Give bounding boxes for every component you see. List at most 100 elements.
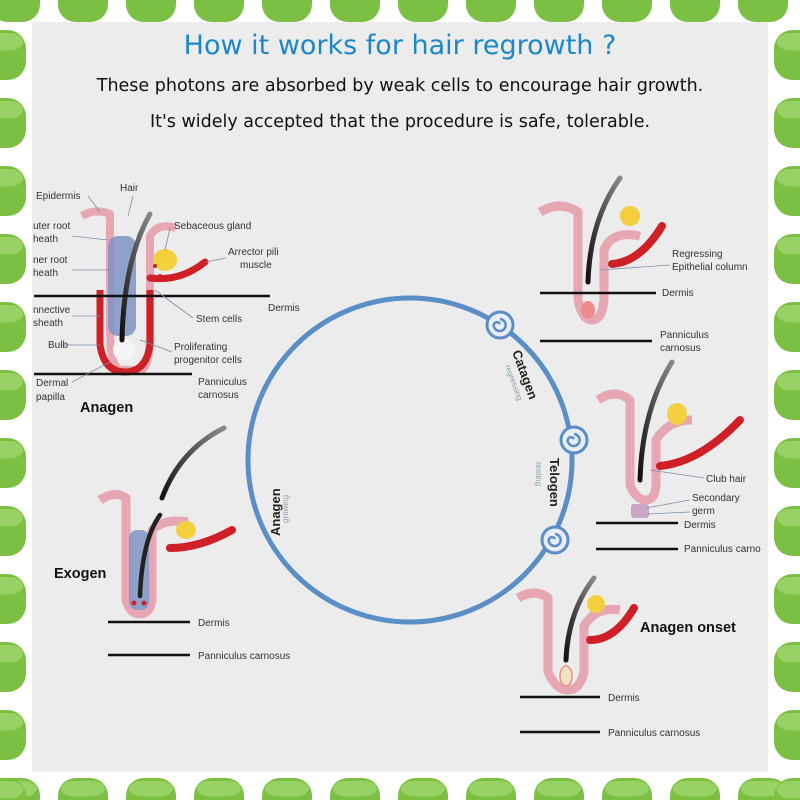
label-outer-root-1: uter root xyxy=(33,221,70,232)
label-anagen-panniculus-2: carnosus xyxy=(198,390,239,401)
green-tile xyxy=(774,506,800,556)
label-secondary-2: germ xyxy=(692,506,715,517)
spiral-marker-bottom xyxy=(540,525,570,555)
green-tile xyxy=(774,370,800,420)
anagen-follicle xyxy=(79,207,209,376)
green-tile xyxy=(534,0,584,22)
green-tile xyxy=(0,234,26,284)
green-tile xyxy=(602,0,652,22)
label-sebaceous-gland: Sebaceous gland xyxy=(174,221,251,232)
telogen-follicle xyxy=(595,359,744,518)
label-secondary-1: Secondary xyxy=(692,493,740,504)
green-tile xyxy=(774,778,800,800)
green-tile xyxy=(774,30,800,80)
label-regressing-1: Regressing xyxy=(672,249,723,260)
label-proliferating-1: Proliferating xyxy=(174,342,227,353)
cycle-ring xyxy=(245,295,575,625)
green-tile xyxy=(534,778,584,800)
green-tile xyxy=(0,438,26,488)
spiral-marker-top xyxy=(485,310,515,340)
green-tile xyxy=(262,778,312,800)
anagen-leaders xyxy=(60,195,227,383)
label-anagen-panniculus-1: Panniculus xyxy=(198,377,247,388)
green-tile xyxy=(194,0,244,22)
green-tile xyxy=(398,0,448,22)
label-proliferating-2: progenitor cells xyxy=(174,355,242,366)
green-tile xyxy=(774,574,800,624)
green-tile xyxy=(774,302,800,352)
green-tile xyxy=(774,642,800,692)
label-telogen-dermis: Dermis xyxy=(684,520,716,531)
cycle-anagen-label: Anagen xyxy=(268,488,283,536)
label-catagen-dermis: Dermis xyxy=(662,288,694,299)
green-tile xyxy=(670,0,720,22)
green-tile xyxy=(670,778,720,800)
label-bulb: Bulb xyxy=(48,340,68,351)
green-tile xyxy=(0,778,26,800)
label-arrector-1: Arrector pili xyxy=(228,247,279,258)
subtitle-line-2: It's widely accepted that the procedure … xyxy=(149,112,651,132)
page-title: How it works for hair regrowth ? xyxy=(183,30,617,61)
green-tile xyxy=(58,0,108,22)
green-tile xyxy=(0,0,40,22)
green-tile xyxy=(0,166,26,216)
label-exogen-panniculus: Panniculus carnosus xyxy=(198,651,290,662)
label-club-hair: Club hair xyxy=(706,474,747,485)
green-tile xyxy=(774,710,800,760)
label-onset-panniculus: Panniculus carnosus xyxy=(608,728,700,739)
content-panel xyxy=(32,22,768,772)
label-anagen-dermis: Dermis xyxy=(268,303,300,314)
green-tile xyxy=(602,778,652,800)
green-tile xyxy=(126,0,176,22)
label-telogen-panniculus: Panniculus carno xyxy=(684,544,761,555)
green-tile xyxy=(262,0,312,22)
green-tile xyxy=(738,0,788,22)
label-inner-root-2: heath xyxy=(33,268,58,279)
green-tile xyxy=(0,370,26,420)
label-exogen-dermis: Dermis xyxy=(198,618,230,629)
green-tile xyxy=(774,234,800,284)
cycle-anagen-sub: growing xyxy=(281,495,290,523)
green-tile xyxy=(0,302,26,352)
subtitle-line-1: These photons are absorbed by weak cells… xyxy=(96,76,704,96)
green-tile xyxy=(0,98,26,148)
green-tile xyxy=(466,0,516,22)
label-arrector-2: muscle xyxy=(240,260,272,271)
growth-cycle: Catagen regressing Telogen resting Anage… xyxy=(245,295,589,625)
stage-anagen-onset: Anagen onset xyxy=(640,620,736,636)
green-tile xyxy=(0,30,26,80)
cycle-telogen-sub: resting xyxy=(534,462,543,486)
cycle-telogen-label: Telogen xyxy=(547,458,562,507)
green-tile xyxy=(0,506,26,556)
green-tile xyxy=(194,778,244,800)
label-onset-dermis: Dermis xyxy=(608,693,640,704)
green-tile xyxy=(466,778,516,800)
exogen-follicle xyxy=(97,425,236,619)
stage-anagen: Anagen xyxy=(80,400,133,416)
green-tile xyxy=(58,778,108,800)
label-epidermis: Epidermis xyxy=(36,191,80,202)
green-tile xyxy=(126,778,176,800)
green-tile xyxy=(774,438,800,488)
green-tile xyxy=(330,0,380,22)
catagen-follicle xyxy=(537,175,666,325)
label-hair: Hair xyxy=(120,183,139,194)
label-catagen-panniculus-2: carnosus xyxy=(660,343,701,354)
spiral-marker-middle xyxy=(559,425,589,455)
label-connective-2: sheath xyxy=(33,318,63,329)
anagen-onset-follicle xyxy=(515,575,638,695)
label-dermal-2: papilla xyxy=(36,392,65,403)
label-connective-1: nnective xyxy=(33,305,71,316)
green-tile xyxy=(330,778,380,800)
catagen-leader xyxy=(599,264,671,271)
label-inner-root-1: ner root xyxy=(33,255,68,266)
green-tile xyxy=(0,710,26,760)
green-tile xyxy=(0,574,26,624)
label-dermal-1: Dermal xyxy=(36,378,68,389)
green-tile xyxy=(774,166,800,216)
label-outer-root-2: heath xyxy=(33,234,58,245)
stage-exogen: Exogen xyxy=(54,566,106,582)
